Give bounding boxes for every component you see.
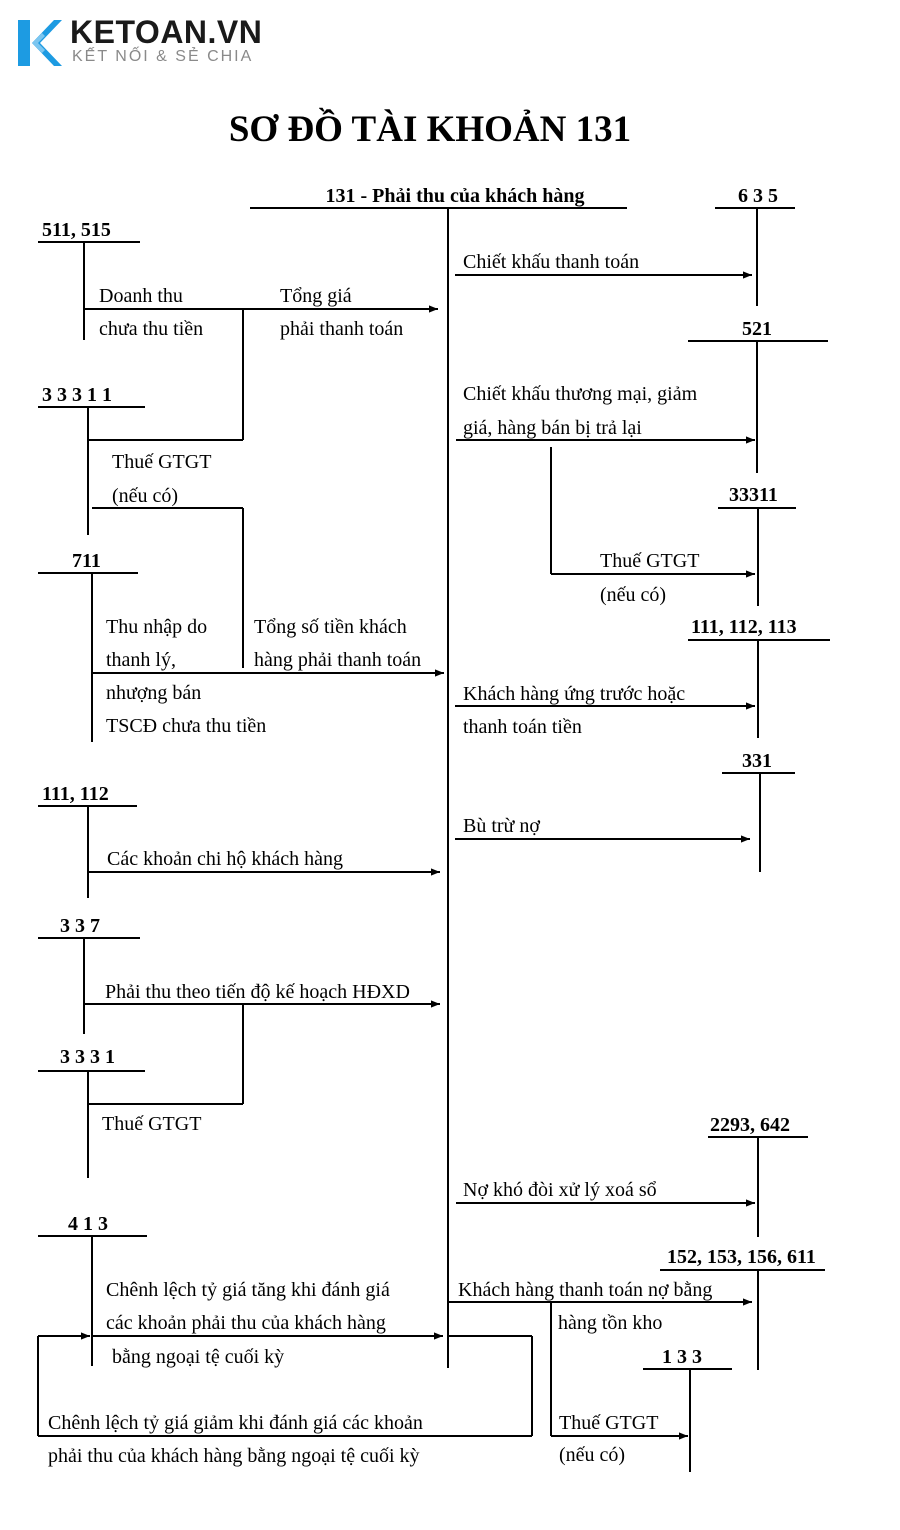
entry-label-liquidation: nhượng bán bbox=[106, 682, 201, 704]
account-label-331: 331 bbox=[742, 750, 772, 772]
entry-label-trade-discount: Chiết khấu thương mại, giảm bbox=[463, 383, 698, 405]
account-label-511: 511, 515 bbox=[42, 219, 111, 241]
account-label-3331: 3 3 3 1 bbox=[60, 1046, 115, 1068]
entry-label-inventory-payment: hàng tồn kho bbox=[558, 1312, 662, 1334]
entry-label-vat-left: Thuế GTGT bbox=[112, 451, 211, 473]
central-account-label: 131 - Phải thu của khách hàng bbox=[326, 185, 585, 207]
entry-label-payment-discount: Chiết khấu thanh toán bbox=[463, 251, 639, 273]
entry-label-inventory-payment: Khách hàng thanh toán nợ bằng bbox=[458, 1279, 712, 1301]
entry-label-trade-discount: giá, hàng bán bị trả lại bbox=[463, 417, 642, 439]
diagram-title: SƠ ĐỒ TÀI KHOẢN 131 bbox=[228, 109, 632, 150]
entry-label-liquidation: Thu nhập do bbox=[106, 616, 207, 638]
account-label-413: 4 1 3 bbox=[68, 1213, 108, 1235]
account-label-711: 711 bbox=[72, 550, 101, 572]
brand-name: KETOAN.VN bbox=[70, 14, 263, 50]
entry-label-debt-offset: Bù trừ nợ bbox=[463, 815, 540, 837]
account-label-337: 3 3 7 bbox=[60, 915, 100, 937]
entry-label-fx-loss: Chênh lệch tỷ giá giảm khi đánh giá các … bbox=[48, 1412, 423, 1434]
entry-label-vat-right: (nếu có) bbox=[600, 584, 666, 606]
account-label-2293-642: 2293, 642 bbox=[710, 1114, 790, 1136]
entry-label-total-amount: hàng phải thanh toán bbox=[254, 649, 421, 671]
entry-label-total-price: phải thanh toán bbox=[280, 318, 403, 340]
account-label-133: 1 3 3 bbox=[662, 1346, 702, 1368]
entry-label-vat-133: (nếu có) bbox=[559, 1444, 625, 1466]
entry-label-liquidation: thanh lý, bbox=[106, 649, 176, 671]
account-label-111-112-113: 111, 112, 113 bbox=[691, 616, 797, 638]
entry-label-fx-gain: bằng ngoại tệ cuối kỳ bbox=[112, 1346, 284, 1368]
entry-label-customer-prepayment: Khách hàng ứng trước hoặc bbox=[463, 683, 685, 705]
entry-label-vat-3331: Thuế GTGT bbox=[102, 1113, 201, 1135]
entry-label-fx-gain: Chênh lệch tỷ giá tăng khi đánh giá bbox=[106, 1279, 390, 1301]
brand-tagline: KẾT NỐI & SẺ CHIA bbox=[72, 48, 254, 65]
entry-label-construction-progress: Phải thu theo tiến độ kế hoạch HĐXD bbox=[105, 981, 410, 1003]
entry-label-payments-on-behalf: Các khoản chi hộ khách hàng bbox=[107, 848, 343, 870]
account-label-111-112: 111, 112 bbox=[42, 783, 109, 805]
account-label-inventory: 152, 153, 156, 611 bbox=[667, 1246, 816, 1268]
entry-label-customer-prepayment: thanh toán tiền bbox=[463, 716, 582, 738]
account-label-521: 521 bbox=[742, 318, 772, 340]
entry-label-vat-133: Thuế GTGT bbox=[559, 1412, 658, 1434]
account-label-635: 6 3 5 bbox=[738, 185, 778, 207]
ketoan-logo-icon bbox=[18, 20, 62, 66]
entry-label-bad-debt-writeoff: Nợ khó đòi xử lý xoá sổ bbox=[463, 1179, 657, 1201]
account-label-33311-right: 33311 bbox=[729, 484, 778, 506]
entry-label-liquidation: TSCĐ chưa thu tiền bbox=[106, 715, 266, 737]
entry-label-total-price: Tổng giá bbox=[280, 285, 352, 307]
entry-label-revenue: Doanh thu bbox=[99, 285, 183, 307]
entry-label-fx-loss: phải thu của khách hàng bằng ngoại tệ cu… bbox=[48, 1445, 420, 1467]
entry-label-total-amount: Tổng số tiền khách bbox=[254, 616, 407, 638]
account-label-33311-left: 3 3 3 1 1 bbox=[42, 384, 112, 406]
entry-label-vat-right: Thuế GTGT bbox=[600, 550, 699, 572]
entry-label-fx-gain: các khoản phải thu của khách hàng bbox=[106, 1312, 386, 1334]
entry-label-revenue: chưa thu tiền bbox=[99, 318, 203, 340]
entry-label-vat-left: (nếu có) bbox=[112, 485, 178, 507]
